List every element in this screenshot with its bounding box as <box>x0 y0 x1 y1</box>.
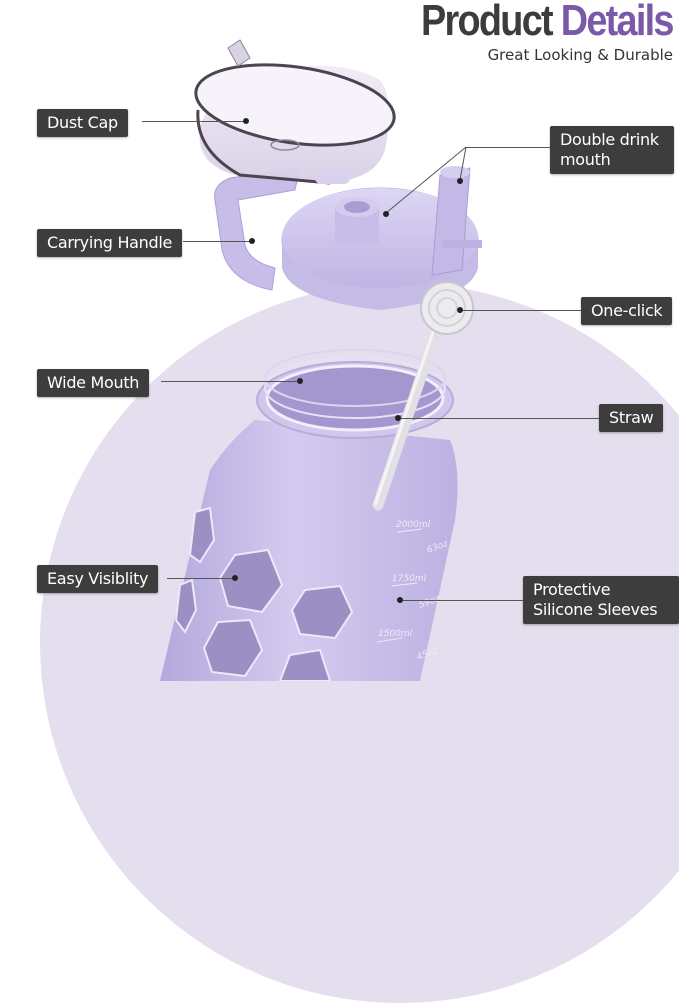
callout-dot-carrying-handle <box>249 238 255 244</box>
callout-line-straw <box>397 418 599 419</box>
water-bottle-illustration: 2000ml 63oz 1750ml 59oz 1500ml 45oz <box>160 39 482 681</box>
callout-dust-cap: Dust Cap <box>37 109 128 137</box>
callout-line-carrying-handle <box>183 241 251 242</box>
callout-double-drink-mouth: Double drink mouth <box>550 126 674 174</box>
callout-line-one-click <box>460 310 581 311</box>
callout-wide-mouth: Wide Mouth <box>37 369 150 397</box>
callout-line-wide-mouth <box>161 381 299 382</box>
callout-line-double-drink-mouth <box>465 147 550 148</box>
callout-line-dust-cap <box>142 121 244 122</box>
callout-dot-protective-silicone-sleeves <box>397 597 403 603</box>
callout-one-click: One-click <box>581 297 673 325</box>
callout-dot-straw <box>395 415 401 421</box>
callout-easy-visibility: Easy Visiblity <box>37 565 159 593</box>
page-title: Product Details <box>421 0 675 46</box>
callout-dot-wide-mouth <box>297 378 303 384</box>
dust-cap <box>194 39 396 185</box>
straw <box>372 314 446 511</box>
svg-text:1500ml: 1500ml <box>378 629 413 639</box>
callout-line-protective-silicone-sleeves <box>400 600 523 601</box>
callout-dot-one-click <box>457 307 463 313</box>
svg-text:1750ml: 1750ml <box>392 574 427 584</box>
bottle-body: 2000ml 63oz 1750ml 59oz 1500ml 45oz <box>160 420 458 681</box>
subtitle: Great Looking & Durable <box>487 46 673 64</box>
svg-text:2000ml: 2000ml <box>396 520 431 530</box>
callout-straw: Straw <box>599 404 664 432</box>
callout-leaders-double-drink-mouth <box>383 146 467 217</box>
lid <box>214 166 482 335</box>
callout-protective-silicone-sleeves: Protective Silicone Sleeves <box>523 576 679 624</box>
title-part-2: Details <box>560 0 675 45</box>
callout-line-easy-visibility <box>167 578 235 579</box>
callout-dot-easy-visibility <box>232 575 238 581</box>
title-part-1: Product <box>421 0 554 45</box>
callout-carrying-handle: Carrying Handle <box>37 229 183 257</box>
callout-dot-dust-cap <box>243 118 249 124</box>
